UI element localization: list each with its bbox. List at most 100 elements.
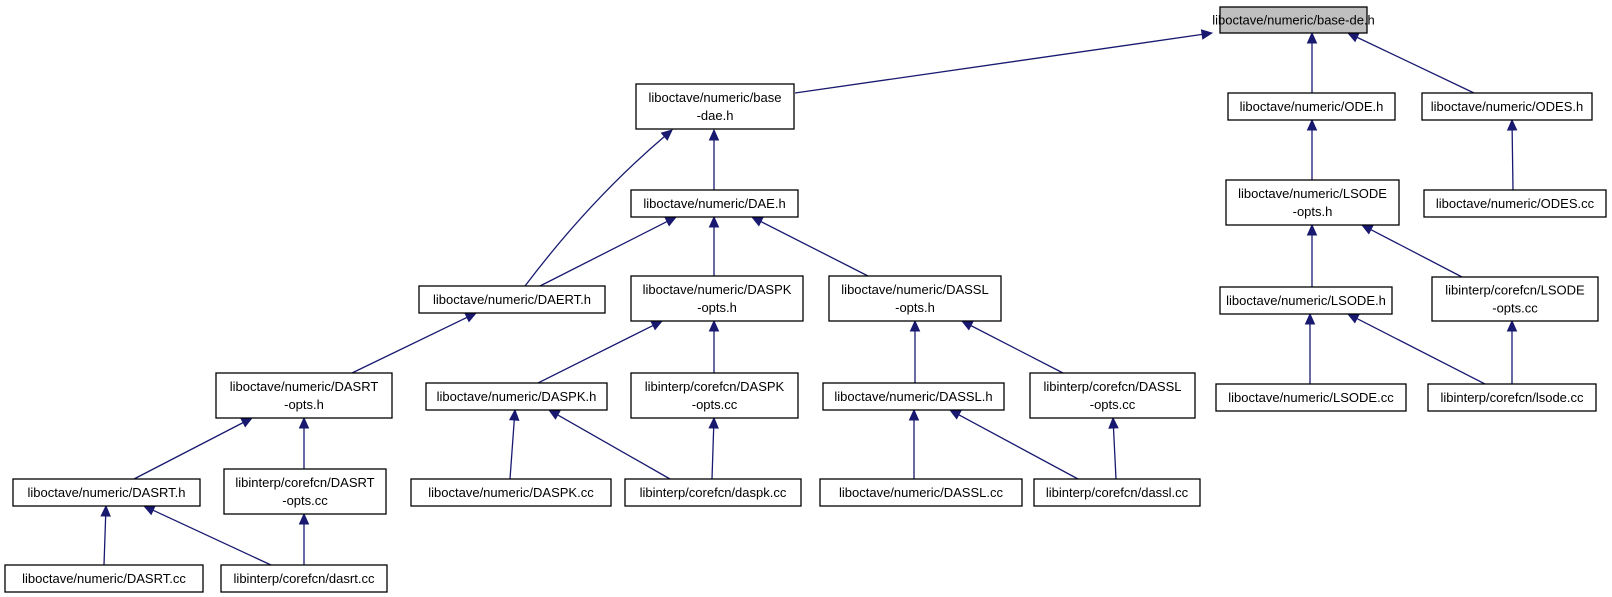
node-label: liboctave/numeric/DASPK.cc bbox=[428, 485, 594, 500]
node-label: liboctave/numeric/DASSL.h bbox=[834, 389, 992, 404]
node-label: liboctave/numeric/DASRT.cc bbox=[22, 571, 186, 586]
node-box[interactable] bbox=[1033, 478, 1201, 507]
node-box[interactable] bbox=[1215, 383, 1407, 412]
node-corefcn-dasrt-cc[interactable]: libinterp/corefcn/dasrt.cc bbox=[220, 564, 388, 593]
node-box[interactable] bbox=[1427, 383, 1597, 412]
node-label: -opts.cc bbox=[692, 397, 738, 412]
node-box[interactable] bbox=[624, 478, 802, 507]
node-corefcn-daspk-opts-cc[interactable]: libinterp/corefcn/DASPK -opts.cc bbox=[630, 372, 799, 419]
edge-daert-h-to-dae-h-arrowhead bbox=[664, 216, 678, 227]
edge-dassl-opts-h-to-dae-h bbox=[759, 220, 869, 277]
node-box[interactable] bbox=[1227, 92, 1396, 121]
edge-corefcn-dasrt-opts-cc-to-dasrt-opts-h-arrowhead bbox=[298, 416, 310, 429]
edge-corefcn-dasrt-cc-to-dasrt-h-arrowhead bbox=[142, 505, 156, 516]
node-base-de-h[interactable]: liboctave/numeric/base-de.h bbox=[1212, 6, 1375, 34]
edge-corefcn-daspk-opts-cc-to-daspk-opts-h-arrowhead bbox=[708, 319, 720, 332]
edge-corefcn-lsode-opts-cc-to-lsode-opts-h bbox=[1369, 228, 1463, 278]
edge-corefcn-dasrt-cc-to-dasrt-h bbox=[151, 509, 272, 566]
node-box[interactable] bbox=[1029, 372, 1196, 419]
node-box[interactable] bbox=[1431, 276, 1599, 322]
node-box[interactable] bbox=[12, 478, 201, 507]
nodes-layer: liboctave/numeric/base-de.h liboctave/num… bbox=[4, 6, 1607, 593]
node-box[interactable] bbox=[819, 478, 1023, 507]
edge-corefcn-lsode-cc-to-lsode-h bbox=[1355, 317, 1486, 385]
node-label: -opts.cc bbox=[1090, 397, 1136, 412]
edge-lsode-h-to-lsode-opts-h-arrowhead bbox=[1306, 223, 1318, 236]
node-lsode-opts-h[interactable]: liboctave/numeric/LSODE -opts.h bbox=[1225, 179, 1400, 226]
node-daspk-cc[interactable]: liboctave/numeric/DASPK.cc bbox=[410, 478, 612, 507]
node-box[interactable] bbox=[4, 564, 204, 593]
node-box[interactable] bbox=[630, 275, 804, 322]
edge-odes-h-to-base-de-h-arrowhead bbox=[1346, 32, 1360, 43]
edge-corefcn-daspk-cc-to-corefcn-daspk-opts-cc-arrowhead bbox=[708, 416, 719, 429]
node-corefcn-daspk-cc[interactable]: libinterp/corefcn/daspk.cc bbox=[624, 478, 802, 507]
node-odes-h[interactable]: liboctave/numeric/ODES.h bbox=[1421, 92, 1593, 121]
node-label: liboctave/numeric/DASSL bbox=[841, 282, 988, 297]
node-dasrt-h[interactable]: liboctave/numeric/DASRT.h bbox=[12, 478, 201, 507]
node-ode-h[interactable]: liboctave/numeric/ODE.h bbox=[1227, 92, 1396, 121]
node-dasrt-cc[interactable]: liboctave/numeric/DASRT.cc bbox=[4, 564, 204, 593]
edge-corefcn-dassl-opts-cc-to-dassl-opts-h bbox=[969, 324, 1064, 374]
node-box[interactable] bbox=[1225, 179, 1400, 226]
edge-daspk-h-to-daspk-opts-h bbox=[537, 324, 655, 384]
edge-lsode-cc-to-lsode-h-arrowhead bbox=[1304, 312, 1316, 325]
edge-base-dae-h-to-base-de-h bbox=[794, 33, 1204, 94]
node-box[interactable] bbox=[215, 372, 393, 419]
node-box[interactable] bbox=[223, 468, 387, 515]
node-dae-h[interactable]: liboctave/numeric/DAE.h bbox=[630, 189, 799, 218]
edge-dasrt-cc-to-dasrt-h bbox=[103, 514, 107, 566]
node-box[interactable] bbox=[630, 189, 799, 218]
node-label: libinterp/corefcn/DASSL bbox=[1043, 379, 1181, 394]
edge-corefcn-daspk-cc-to-daspk-h bbox=[556, 413, 671, 480]
node-label: libinterp/corefcn/DASPK bbox=[645, 379, 785, 394]
node-corefcn-dasrt-opts-cc[interactable]: libinterp/corefcn/DASRT-opts.cc bbox=[223, 468, 387, 515]
node-box[interactable] bbox=[410, 478, 612, 507]
node-box[interactable] bbox=[425, 382, 608, 411]
node-label: liboctave/numeric/DASRT.h bbox=[28, 485, 186, 500]
node-label: -opts.h bbox=[1293, 204, 1333, 219]
node-label: liboctave/numeric/DASPK.h bbox=[437, 389, 597, 404]
edge-dasrt-opts-h-to-daert-h bbox=[351, 316, 469, 374]
node-box[interactable] bbox=[220, 564, 388, 593]
edge-ode-h-to-base-de-h-arrowhead bbox=[1306, 31, 1318, 44]
node-lsode-cc[interactable]: liboctave/numeric/LSODE.cc bbox=[1215, 383, 1407, 412]
node-box[interactable] bbox=[635, 83, 795, 130]
node-box[interactable] bbox=[630, 372, 799, 419]
node-corefcn-dassl-opts-cc[interactable]: libinterp/corefcn/DASSL -opts.cc bbox=[1029, 372, 1196, 419]
node-dassl-h[interactable]: liboctave/numeric/DASSL.h bbox=[822, 382, 1005, 411]
edge-dasrt-h-to-dasrt-opts-h-arrowhead bbox=[240, 417, 254, 428]
edges-layer bbox=[100, 29, 1518, 566]
node-box[interactable] bbox=[1219, 286, 1393, 315]
node-base-dae-h[interactable]: liboctave/numeric/base-dae.h bbox=[635, 83, 795, 130]
node-dassl-opts-h[interactable]: liboctave/numeric/DASSL-opts.h bbox=[828, 275, 1002, 322]
node-odes-cc[interactable]: liboctave/numeric/ODES.cc bbox=[1423, 189, 1607, 218]
node-corefcn-lsode-cc[interactable]: libinterp/corefcn/lsode.cc bbox=[1427, 383, 1597, 412]
node-label: liboctave/numeric/ODES.cc bbox=[1436, 196, 1595, 211]
edge-dassl-h-to-dassl-opts-h-arrowhead bbox=[909, 319, 921, 332]
node-box[interactable] bbox=[828, 275, 1002, 322]
edge-corefcn-dassl-cc-to-corefcn-dassl-opts-cc bbox=[1112, 426, 1117, 480]
node-lsode-h[interactable]: liboctave/numeric/LSODE.h bbox=[1219, 286, 1393, 315]
edge-dasrt-opts-h-to-daert-h-arrowhead bbox=[464, 312, 478, 323]
edge-corefcn-daspk-cc-to-corefcn-daspk-opts-cc bbox=[711, 426, 715, 480]
node-label: liboctave/numeric/DAE.h bbox=[643, 196, 785, 211]
node-label: liboctave/numeric/DAERT.h bbox=[433, 292, 591, 307]
edge-odes-h-to-base-de-h bbox=[1355, 36, 1475, 94]
node-box[interactable] bbox=[418, 285, 606, 314]
node-corefcn-dassl-cc[interactable]: libinterp/corefcn/dassl.cc bbox=[1033, 478, 1201, 507]
node-box[interactable] bbox=[1219, 6, 1368, 34]
node-dassl-cc[interactable]: liboctave/numeric/DASSL.cc bbox=[819, 478, 1023, 507]
edge-odes-cc-to-odes-h-arrowhead bbox=[1506, 118, 1518, 131]
node-dasrt-opts-h[interactable]: liboctave/numeric/DASRT-opts.h bbox=[215, 372, 393, 419]
node-corefcn-lsode-opts-cc[interactable]: libinterp/corefcn/LSODE-opts.cc bbox=[1431, 276, 1599, 322]
edge-daspk-h-to-daspk-opts-h-arrowhead bbox=[650, 320, 664, 331]
node-label: liboctave/numeric/LSODE bbox=[1238, 186, 1387, 201]
node-daspk-h[interactable]: liboctave/numeric/DASPK.h bbox=[425, 382, 608, 411]
node-box[interactable] bbox=[1423, 189, 1607, 218]
node-label: liboctave/numeric/ODE.h bbox=[1240, 99, 1384, 114]
edge-daert-h-to-base-dae-h-arrowhead bbox=[660, 129, 673, 141]
node-box[interactable] bbox=[1421, 92, 1593, 121]
node-box[interactable] bbox=[822, 382, 1005, 411]
node-daert-h[interactable]: liboctave/numeric/DAERT.h bbox=[418, 285, 606, 314]
node-daspk-opts-h[interactable]: liboctave/numeric/DASPK-opts.h bbox=[630, 275, 804, 322]
